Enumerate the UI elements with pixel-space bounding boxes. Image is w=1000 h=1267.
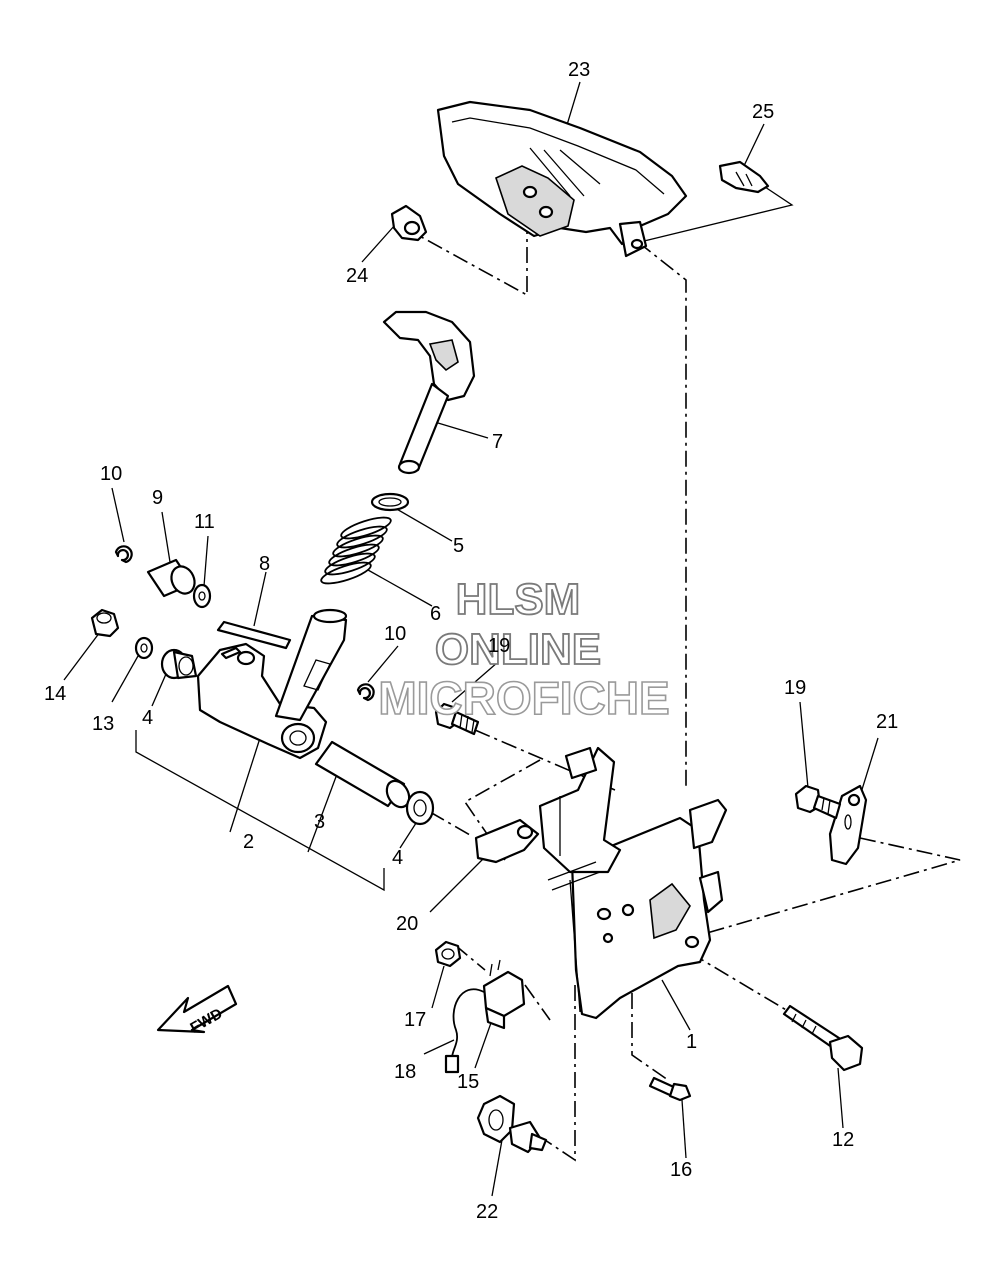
callout-5: 5 (453, 535, 464, 557)
callout-4: 4 (142, 707, 153, 729)
part-23-cover (436, 100, 688, 258)
part-20-clamp (474, 818, 540, 864)
callout-8: 8 (259, 553, 270, 575)
part-6-spring (320, 516, 392, 585)
callout-10: 10 (100, 463, 122, 485)
callout-4: 4 (392, 847, 403, 869)
part-19-bolt (434, 702, 480, 736)
callout-13: 13 (92, 713, 114, 735)
part-1-bracket (538, 746, 728, 1020)
callout-18: 18 (394, 1061, 416, 1083)
callout-21: 21 (876, 711, 898, 733)
callout-19: 19 (784, 677, 806, 699)
callout-19: 19 (488, 635, 510, 657)
callout-14: 14 (44, 683, 66, 705)
callout-9: 9 (152, 487, 163, 509)
part-24-clip (390, 204, 428, 242)
part-19-bolt (794, 784, 842, 820)
callout-22: 22 (476, 1201, 498, 1223)
callout-1: 1 (686, 1031, 697, 1053)
part-17-nut (434, 940, 462, 968)
part-7-lever (382, 310, 476, 475)
watermark-line-1: HLSM (456, 575, 581, 624)
part-15-switch (482, 959, 526, 1030)
callout-17: 17 (404, 1009, 426, 1031)
part-18-wire (444, 988, 485, 1074)
callout-16: 16 (670, 1159, 692, 1181)
callout-6: 6 (430, 603, 441, 625)
watermark-line-2: ONLINE (435, 625, 601, 674)
part-2-stem (274, 608, 348, 722)
leader-lines (63, 81, 879, 1197)
callout-10: 10 (384, 623, 406, 645)
callout-2: 2 (243, 831, 254, 853)
part-3-collar (314, 740, 411, 809)
callout-11: 11 (194, 511, 215, 533)
part-21-plate (828, 784, 868, 866)
callout-23: 23 (568, 59, 590, 81)
part-16-screw (648, 1076, 692, 1102)
fwd-arrow-icon: FWD (156, 984, 238, 1037)
callout-7: 7 (492, 431, 503, 453)
part-5-snap-ring (370, 492, 410, 512)
callout-12: 12 (832, 1129, 854, 1151)
part-4-bush (160, 648, 198, 680)
part-2-shaft-arm (196, 642, 328, 760)
part-8-pin (216, 620, 292, 650)
callout-20: 20 (396, 913, 418, 935)
part-10-clip (114, 545, 133, 564)
callout-25: 25 (752, 101, 774, 123)
callout-15: 15 (457, 1071, 479, 1093)
part-22-clamp (476, 1094, 548, 1154)
part-25-clip (718, 160, 770, 194)
callout-24: 24 (346, 265, 368, 287)
part-11-washer (192, 583, 212, 609)
part-14-nut (90, 608, 120, 638)
part-12-bolt (782, 1004, 864, 1072)
part-10-clip (356, 683, 375, 702)
callouts: 1 2 3 4 4 5 6 7 8 9 10 10 11 12 13 14 15… (44, 59, 898, 1223)
part-13-washer (134, 636, 154, 660)
part-9-collar (146, 558, 196, 598)
part-4-bush (405, 790, 435, 826)
watermark-line-3: MICROFICHE (378, 672, 669, 724)
watermark: HLSM ONLINE MICROFICHE (378, 574, 671, 725)
callout-3: 3 (314, 811, 325, 833)
